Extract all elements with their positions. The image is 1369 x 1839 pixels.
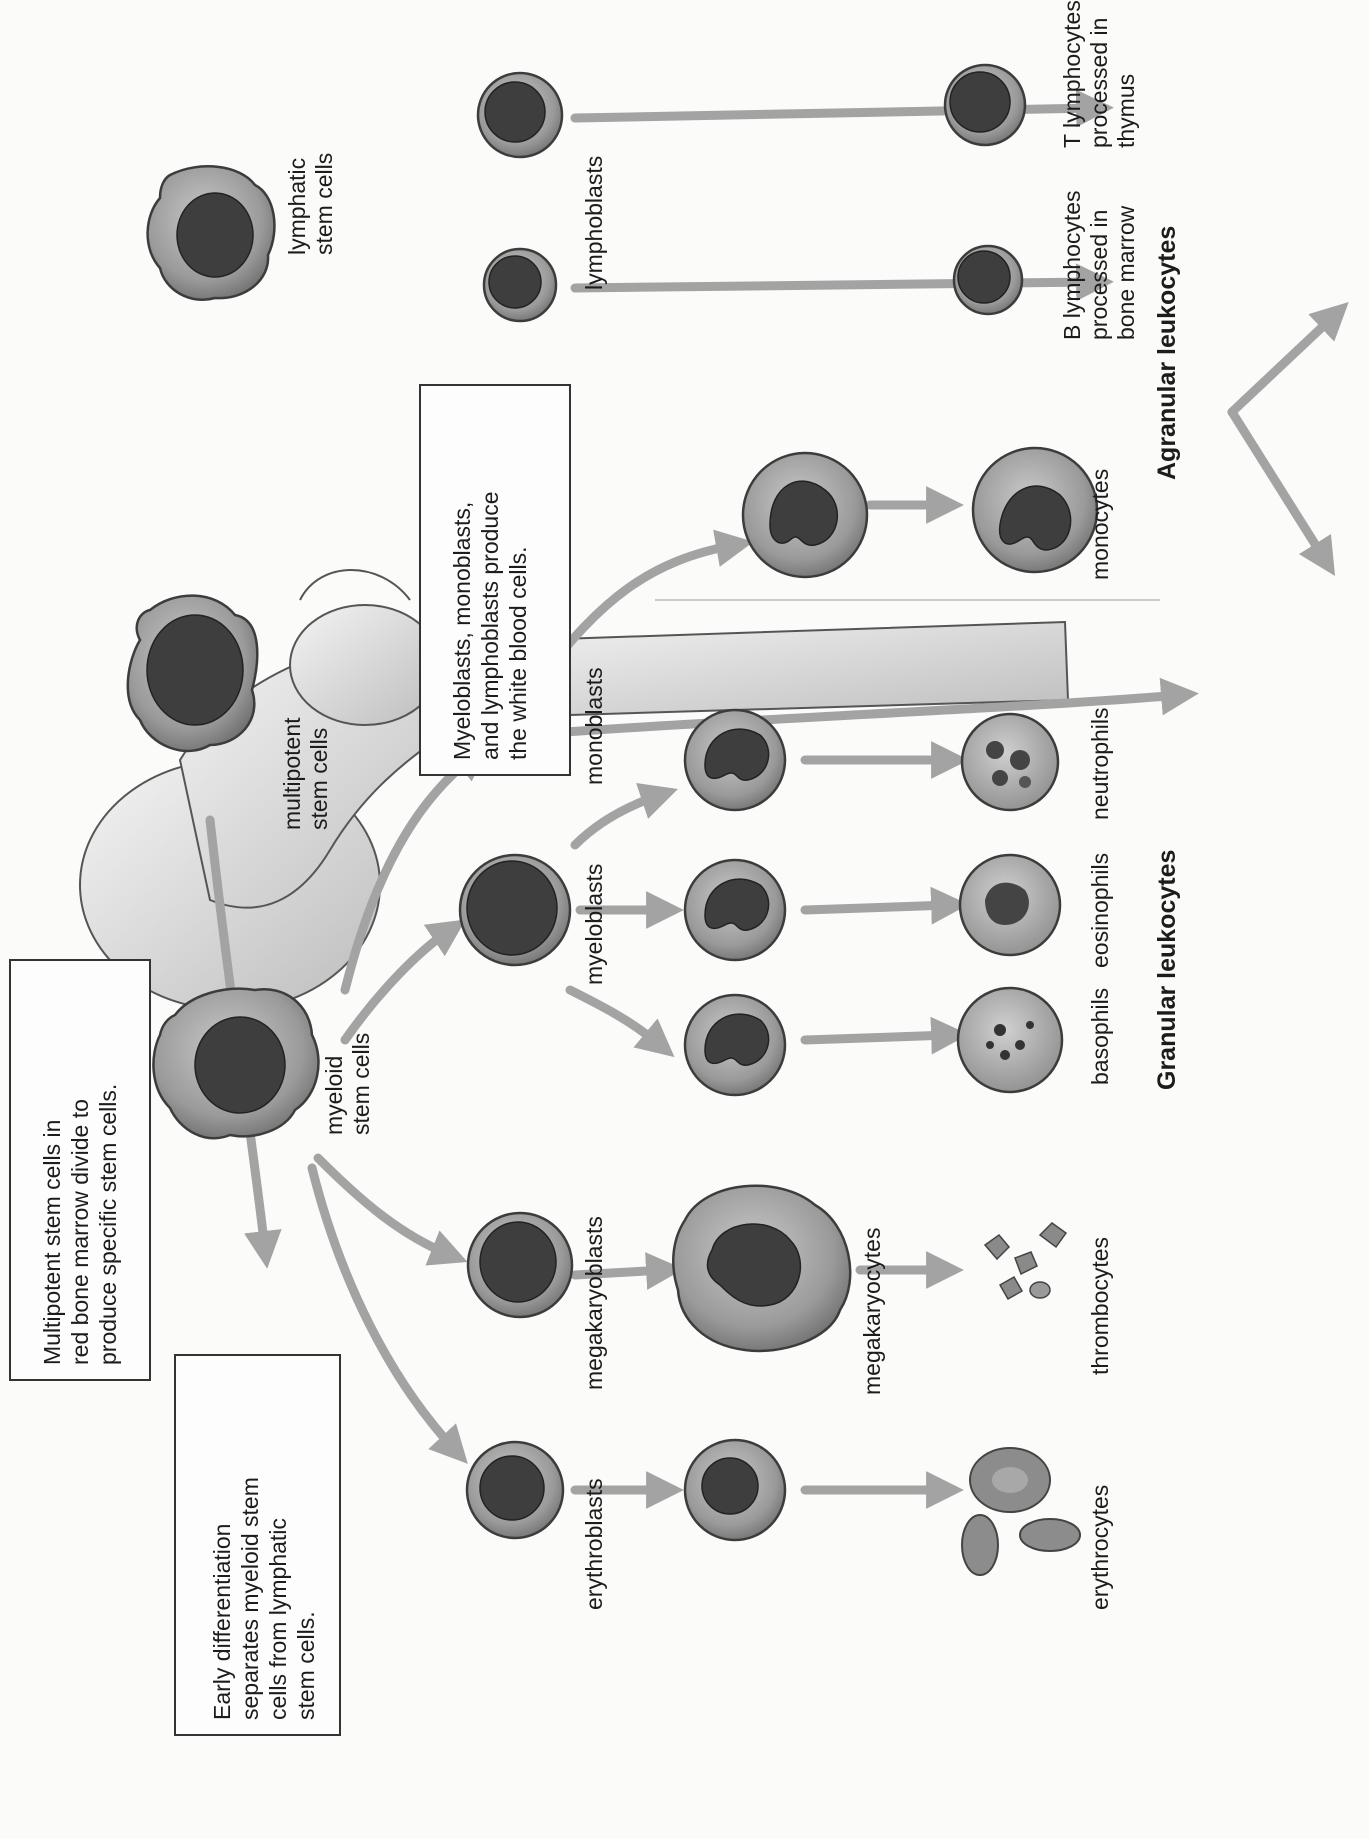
monocyte-cell [971,446,1099,574]
monocytes-label: monocytes [1087,469,1113,580]
erythrocytes-cells [961,1447,1081,1576]
wbc-note-box [419,384,571,776]
b-lymphocyte-cell [952,244,1024,316]
neutrophil-blast-cell [683,708,787,812]
myeloblast-cell [458,853,572,967]
basophil-blast-cell [683,993,787,1097]
lymphatic-stem-cell [146,165,276,301]
eosinophil-blast-cell [683,858,787,962]
erythroblast-cell [465,1440,565,1540]
wbc-note-text: Myeloblasts, monoblasts,and lymphoblasts… [449,492,531,761]
early-differentiation-note-box [174,1354,341,1736]
multipotent-note-text: Multipotent stem cells inred bone marrow… [39,1084,121,1365]
eosinophils-label: eosinophils [1087,853,1113,968]
myeloid-stem-cell [152,987,320,1140]
granular-group-title: Granular leukocytes [1153,850,1181,1090]
monoblasts-label: monoblasts [581,667,607,785]
erythrocytes-label: erythrocytes [1087,1485,1113,1610]
b-lymphocytes-label: B lymphocytesprocessed inbone marrow [1059,190,1139,340]
lymphoblast-cell-bottom [482,247,558,323]
basophil-cell [956,986,1064,1094]
lymphoblasts-label: lymphoblasts [581,156,607,290]
multipotent-label: multipotentstem cells [279,717,332,830]
eosinophil-cell [958,853,1062,957]
text-layer: Multipotent stem cells inred bone marrow… [39,0,1181,1720]
monocyte-blast-cell [741,451,869,579]
multipotent-stem-cell [126,594,259,753]
neutrophil-cell [960,712,1060,812]
early-differentiation-note-text: Early differentiationseparates myeloid s… [209,1477,319,1720]
t-lymphocytes-label: T lymphocytesprocessed inthymus [1059,0,1139,148]
megakaryoblast-cell [466,1211,574,1319]
myeloid-label: myeloidstem cells [321,1033,374,1135]
megakaryoblasts-label: megakaryoblasts [581,1216,607,1390]
myeloblasts-label: myeloblasts [581,864,607,985]
basophils-label: basophils [1087,988,1113,1085]
multipotent-note-box [9,959,151,1381]
erythroblast-late-cell [683,1438,787,1542]
t-lymphocyte-cell [943,63,1027,147]
neutrophils-label: neutrophils [1087,707,1113,820]
erythroblasts-label: erythroblasts [581,1478,607,1610]
lymphatic-label: lymphaticstem cells [284,153,337,255]
agranular-group-title: Agranular leukocytes [1153,226,1181,480]
lymphoblast-cell-top [476,71,564,159]
megakaryocytes-label: megakaryocytes [859,1228,885,1395]
megakaryocyte-cell [672,1184,852,1353]
thrombocytes-cells [983,1222,1068,1301]
thrombocytes-label: thrombocytes [1087,1237,1113,1375]
